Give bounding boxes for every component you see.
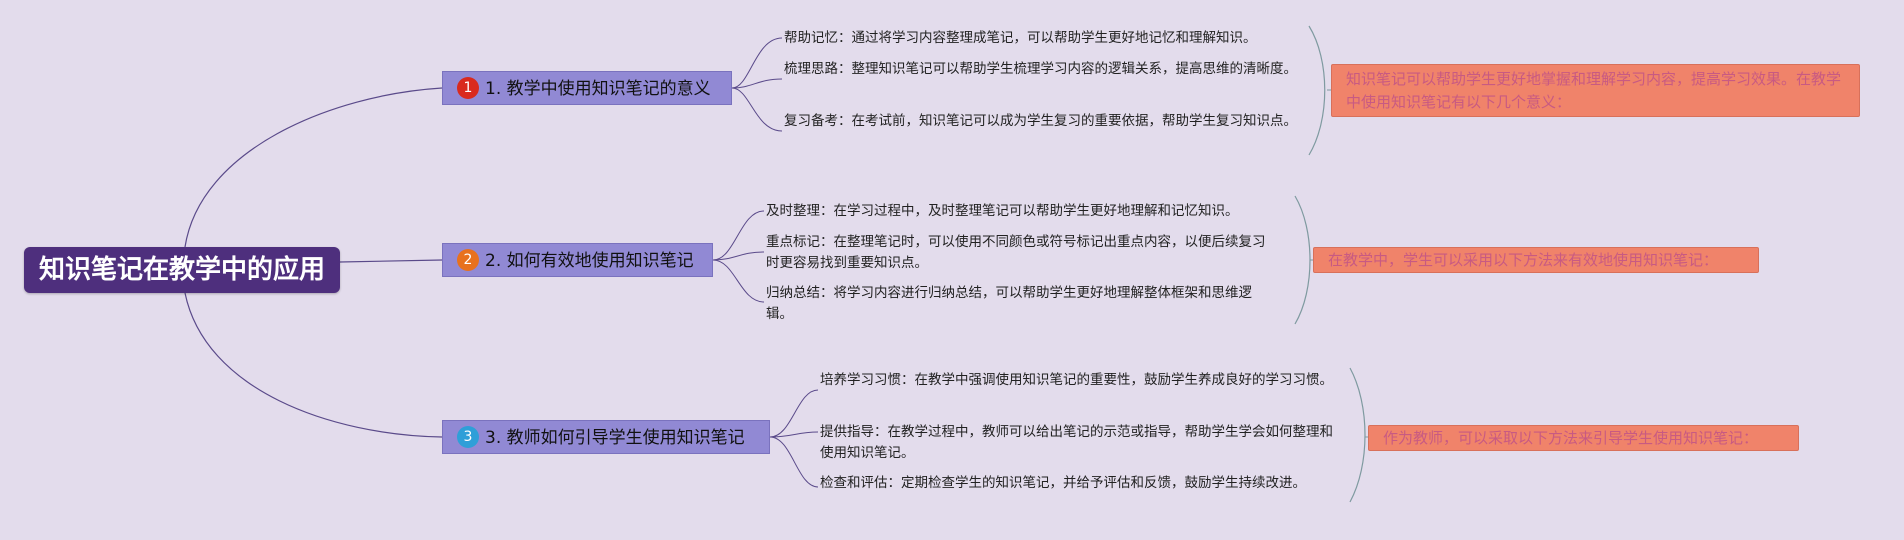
topic-1-item-2[interactable]: 梳理思路：整理知识笔记可以帮助学生梳理学习内容的逻辑关系，提高思维的清晰度。 [784, 61, 1297, 77]
root-topic[interactable]: 知识笔记在教学中的应用 [24, 247, 340, 293]
topic-2-branch-3-line [712, 259, 765, 303]
number-3-badge-icon: 3 [457, 426, 479, 448]
topic-2-item-2[interactable]: 重点标记：在整理笔记时，可以使用不同颜色或符号标记出重点内容，以便后续复习时更容… [766, 234, 1266, 271]
topic-3-branch-3-line [769, 436, 819, 488]
topic-1-summary-note[interactable]: 知识笔记可以帮助学生更好地掌握和理解学习内容，提高学习效果。在教学中使用知识笔记… [1331, 64, 1860, 117]
topic-1-branch-1-line [731, 37, 783, 89]
topic-2-item-3[interactable]: 归纳总结：将学习内容进行归纳总结，可以帮助学生更好地理解整体框架和思维逻辑。 [766, 285, 1252, 322]
topic-1-item-3[interactable]: 复习备考：在考试前，知识笔记可以成为学生复习的重要依据，帮助学生复习知识点。 [784, 113, 1297, 129]
summary-brace-2 [1294, 195, 1311, 325]
number-1-badge-icon: 1 [457, 77, 479, 99]
topic-2-branch-2-line [712, 251, 765, 261]
summary-brace-1 [1308, 25, 1326, 156]
topic-3-item-1[interactable]: 培养学习习惯：在教学中强调使用知识笔记的重要性，鼓励学生养成良好的学习习惯。 [820, 372, 1333, 388]
topic-1-item-1[interactable]: 帮助记忆：通过将学习内容整理成笔记，可以帮助学生更好地记忆和理解知识。 [784, 30, 1257, 46]
topic-2-branch-1-line [712, 210, 765, 261]
topic-3-branch-2-line [769, 431, 819, 438]
topic-3-branch-1-line [769, 389, 819, 438]
topic-2[interactable]: 2 2. 如何有效地使用知识笔记 [442, 243, 713, 277]
topic-3-item-2[interactable]: 提供指导：在教学过程中，教师可以给出笔记的示范或指导，帮助学生学会如何整理和使用… [820, 424, 1333, 461]
topic-3-item-3[interactable]: 检查和评估：定期检查学生的知识笔记，并给予评估和反馈，鼓励学生持续改进。 [820, 475, 1306, 491]
topic-3[interactable]: 3 3. 教师如何引导学生使用知识笔记 [442, 420, 770, 454]
topic-1-branch-3-line [731, 87, 783, 132]
summary-brace-3 [1349, 367, 1366, 503]
topic-3-label: 3. 教师如何引导学生使用知识笔记 [485, 428, 745, 448]
topic-2-label: 2. 如何有效地使用知识笔记 [485, 251, 694, 271]
root-to-topic-3-line [184, 292, 443, 438]
topic-1-branch-2-line [731, 78, 783, 89]
root-to-topic-1-line [184, 87, 443, 248]
topic-1-label: 1. 教学中使用知识笔记的意义 [485, 79, 711, 99]
topic-1[interactable]: 1 1. 教学中使用知识笔记的意义 [442, 71, 732, 105]
topic-3-summary-note[interactable]: 作为教师，可以采取以下方法来引导学生使用知识笔记： [1368, 425, 1799, 451]
topic-2-item-1[interactable]: 及时整理：在学习过程中，及时整理笔记可以帮助学生更好地理解和记忆知识。 [766, 203, 1239, 219]
root-to-topic-2-line [339, 259, 443, 263]
topic-2-summary-note[interactable]: 在教学中，学生可以采用以下方法来有效地使用知识笔记： [1313, 247, 1759, 273]
number-2-badge-icon: 2 [457, 249, 479, 271]
